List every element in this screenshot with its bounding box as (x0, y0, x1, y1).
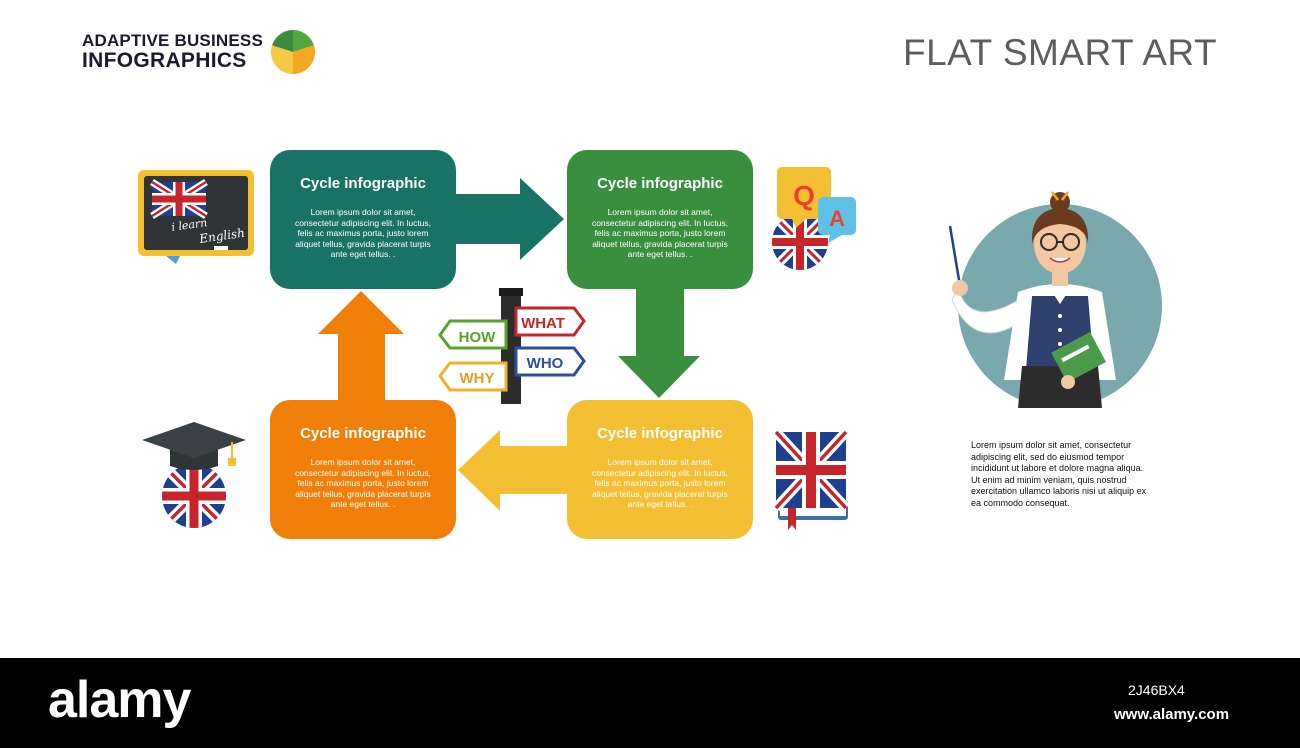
arrow-down (618, 288, 700, 398)
cycle-box-body: Lorem ipsum dolor sit amet, consectetur … (591, 207, 729, 259)
cycle-box-3: Cycle infographic Lorem ipsum dolor sit … (567, 400, 753, 539)
cycle-box-title: Cycle infographic (300, 425, 426, 442)
graduation-cap-icon (142, 422, 246, 528)
uk-flag-icon (774, 430, 850, 512)
arrow-up (318, 291, 404, 400)
arrow-left (458, 430, 567, 511)
qa-q: Q (793, 180, 815, 211)
cycle-box-1: Cycle infographic Lorem ipsum dolor sit … (270, 150, 456, 289)
brand-line-2: INFOGRAPHICS (82, 49, 247, 72)
sign-why: WHY (460, 370, 495, 387)
qa-a: A (829, 206, 845, 231)
watermark-footer (0, 658, 1300, 748)
sign-who: WHO (527, 355, 564, 372)
teacher-illustration (948, 191, 1162, 408)
cycle-box-body: Lorem ipsum dolor sit amet, consectetur … (294, 457, 432, 509)
chalk-line-1: i learn (171, 216, 208, 234)
cycle-arrows (318, 178, 700, 511)
page-title: FLAT SMART ART (903, 32, 1218, 73)
cycle-box-body: Lorem ipsum dolor sit amet, consectetur … (591, 457, 729, 509)
cycle-box-2: Cycle infographic Lorem ipsum dolor sit … (567, 150, 753, 289)
arrow-right (455, 178, 564, 260)
cycle-box-4: Cycle infographic Lorem ipsum dolor sit … (270, 400, 456, 539)
pie-chart-icon (271, 30, 315, 74)
cycle-box-body: Lorem ipsum dolor sit amet, consectetur … (294, 207, 432, 259)
cycle-box-title: Cycle infographic (597, 425, 723, 442)
site-url: www.alamy.com (1114, 706, 1230, 723)
cycle-box-title: Cycle infographic (597, 175, 723, 192)
side-description: Lorem ipsum dolor sit amet, consectetur … (971, 440, 1147, 508)
sign-how: HOW (459, 329, 497, 346)
sign-what: WHAT (521, 315, 565, 332)
uk-flag-icon (150, 179, 208, 219)
uk-flag-book-icon (774, 430, 850, 530)
chalkboard-icon: i learn English (138, 170, 254, 264)
alamy-logo: alamy (48, 671, 191, 729)
cycle-box-title: Cycle infographic (300, 175, 426, 192)
uk-flag-badge-icon (162, 464, 226, 528)
qa-bubbles-icon: Q A (772, 167, 856, 270)
signpost-icon: WHAT WHO HOW WHY (438, 288, 586, 404)
chalk-line-2: English (197, 226, 245, 246)
brand-line-1: ADAPTIVE BUSINESS (82, 31, 263, 50)
image-id: 2J46BX4 (1128, 682, 1185, 698)
